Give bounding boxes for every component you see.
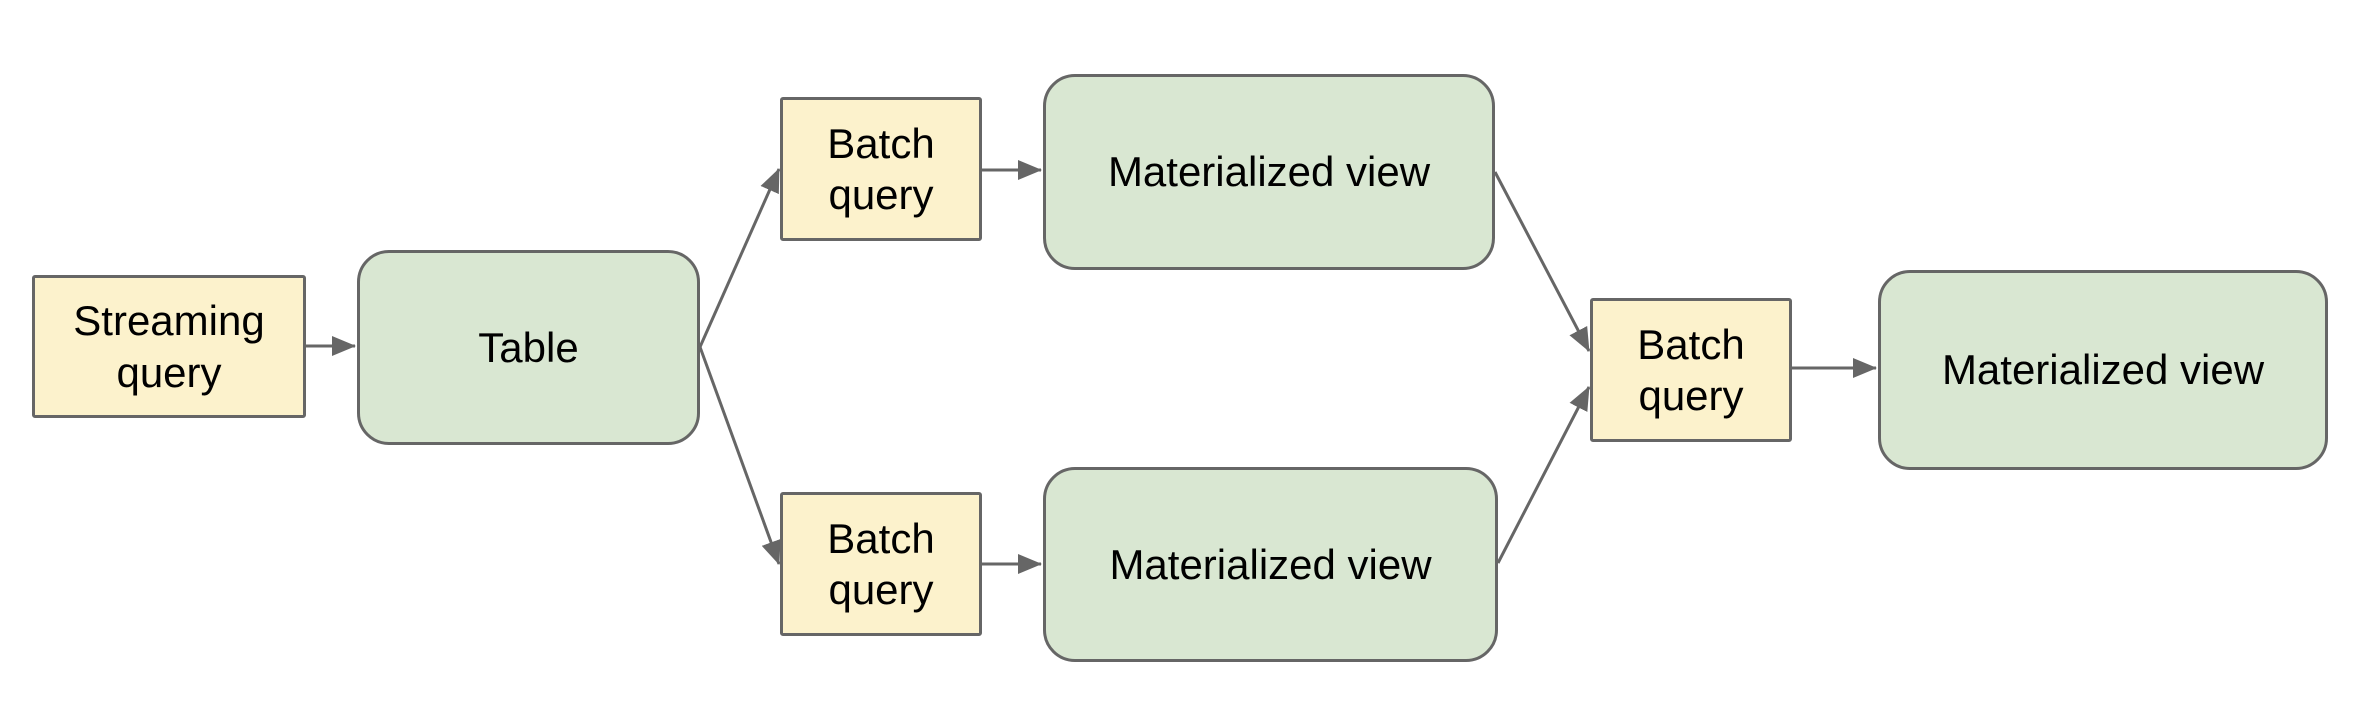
- node-label: Materialized view: [1109, 540, 1432, 588]
- node-label: Batch query: [1637, 320, 1745, 419]
- node-label: Table: [478, 323, 579, 371]
- node-batch-query-top: Batch query: [780, 97, 982, 241]
- node-batch-query-bottom: Batch query: [780, 492, 982, 636]
- node-materialized-view-top: Materialized view: [1043, 74, 1495, 270]
- node-materialized-view-final: Materialized view: [1878, 270, 2328, 470]
- node-streaming-query: Streaming query: [32, 275, 306, 418]
- node-label: Materialized view: [1941, 346, 2265, 394]
- node-label: Batch query: [827, 514, 935, 613]
- node-label: Batch query: [827, 119, 935, 218]
- node-materialized-view-bottom: Materialized view: [1043, 467, 1498, 662]
- edge-materialized-view-bottom-to-batch-query-merge: [1496, 386, 1591, 564]
- node-label: Materialized view: [1107, 148, 1431, 196]
- node-table: Table: [357, 250, 700, 445]
- edge-materialized-view-top-to-batch-query-merge: [1493, 171, 1591, 352]
- node-batch-query-merge: Batch query: [1590, 298, 1792, 442]
- edge-table-to-batch-query-bottom: [698, 346, 781, 565]
- edge-table-to-batch-query-top: [698, 168, 781, 348]
- node-label: Streaming query: [73, 297, 265, 396]
